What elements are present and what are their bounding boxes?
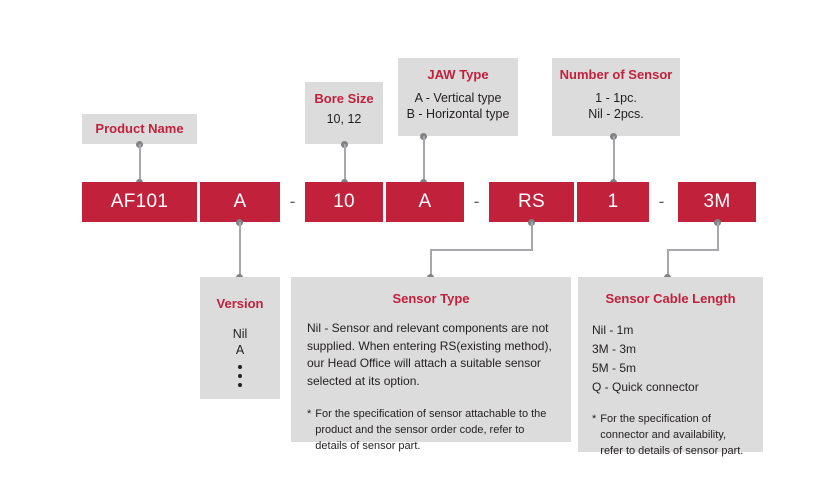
callout-version-option: Nil <box>232 327 248 341</box>
code-segment-number-of-sensor[interactable]: 1 <box>577 182 649 222</box>
callout-cable-length-option: 5M - 5m <box>592 361 637 375</box>
callout-sensor-cable-length: Sensor Cable Length Nil - 1m 3M - 3m 5M … <box>578 277 763 457</box>
callout-jaw-type-option: A - Vertical type <box>414 91 502 105</box>
note-text: For the specification of connector and a… <box>600 413 744 457</box>
callout-bore-size-title: Bore Size <box>314 91 374 106</box>
callout-product-name-title: Product Name <box>95 120 184 136</box>
callout-cable-length-option: Q - Quick connector <box>592 380 699 394</box>
callout-number-of-sensor-option: Nil - 2pcs. <box>588 107 644 121</box>
code-separator: - <box>289 192 296 211</box>
code-segment-cable-length[interactable]: 3M <box>678 182 756 222</box>
callout-version-title: Version <box>216 296 264 311</box>
connector-line <box>430 249 432 277</box>
code-segment-version[interactable]: A <box>200 182 280 222</box>
connector-line <box>423 136 425 183</box>
connector-line <box>717 222 719 250</box>
code-separator: - <box>473 192 480 211</box>
callout-bore-size-values: 10, 12 <box>326 112 362 126</box>
callout-sensor-cable-length-title: Sensor Cable Length <box>605 291 736 306</box>
callout-cable-length-option: 3M - 3m <box>592 342 637 356</box>
callout-version-option: A <box>235 343 245 357</box>
callout-jaw-type-title: JAW Type <box>427 67 489 82</box>
connector-line <box>344 144 346 183</box>
callout-sensor-type: Sensor Type Nil - Sensor and relevant co… <box>291 277 571 452</box>
callout-jaw-type-option: B - Horizontal type <box>406 107 510 121</box>
code-segment-sensor-type[interactable]: RS <box>489 182 574 222</box>
note-asterisk: * <box>592 413 597 425</box>
callout-bore-size: Bore Size 10, 12 <box>305 82 383 144</box>
note-text: For the specification of sensor attachab… <box>315 408 547 452</box>
callout-number-of-sensor-option: 1 - 1pc. <box>595 91 637 105</box>
code-segment-bore-size[interactable]: 10 <box>305 182 383 222</box>
callout-sensor-type-body: Nil - Sensor and relevant components are… <box>307 321 552 388</box>
callout-jaw-type: JAW Type A - Vertical type B - Horizonta… <box>398 58 518 136</box>
vertical-ellipsis-icon <box>238 365 242 387</box>
code-separator: - <box>658 192 665 211</box>
callout-number-of-sensor: Number of Sensor 1 - 1pc. Nil - 2pcs. <box>552 58 680 136</box>
note-asterisk: * <box>307 408 312 420</box>
callout-sensor-type-title: Sensor Type <box>392 291 470 306</box>
callout-cable-length-note: * For the specification of connector and… <box>592 411 749 459</box>
connector-line <box>239 222 241 277</box>
connector-line <box>667 249 719 251</box>
callout-product-name: Product Name <box>82 114 197 144</box>
code-segment-product-name[interactable]: AF101 <box>82 182 197 222</box>
connector-line <box>667 249 669 277</box>
connector-line <box>430 249 533 251</box>
connector-line <box>139 144 141 183</box>
callout-version: Version Nil A <box>200 277 280 399</box>
connector-line <box>613 136 615 183</box>
connector-line <box>531 222 533 250</box>
callout-sensor-type-note: * For the specification of sensor attach… <box>307 406 555 454</box>
callout-cable-length-option: Nil - 1m <box>592 323 634 337</box>
code-segment-jaw-type[interactable]: A <box>386 182 464 222</box>
callout-number-of-sensor-title: Number of Sensor <box>559 67 673 82</box>
